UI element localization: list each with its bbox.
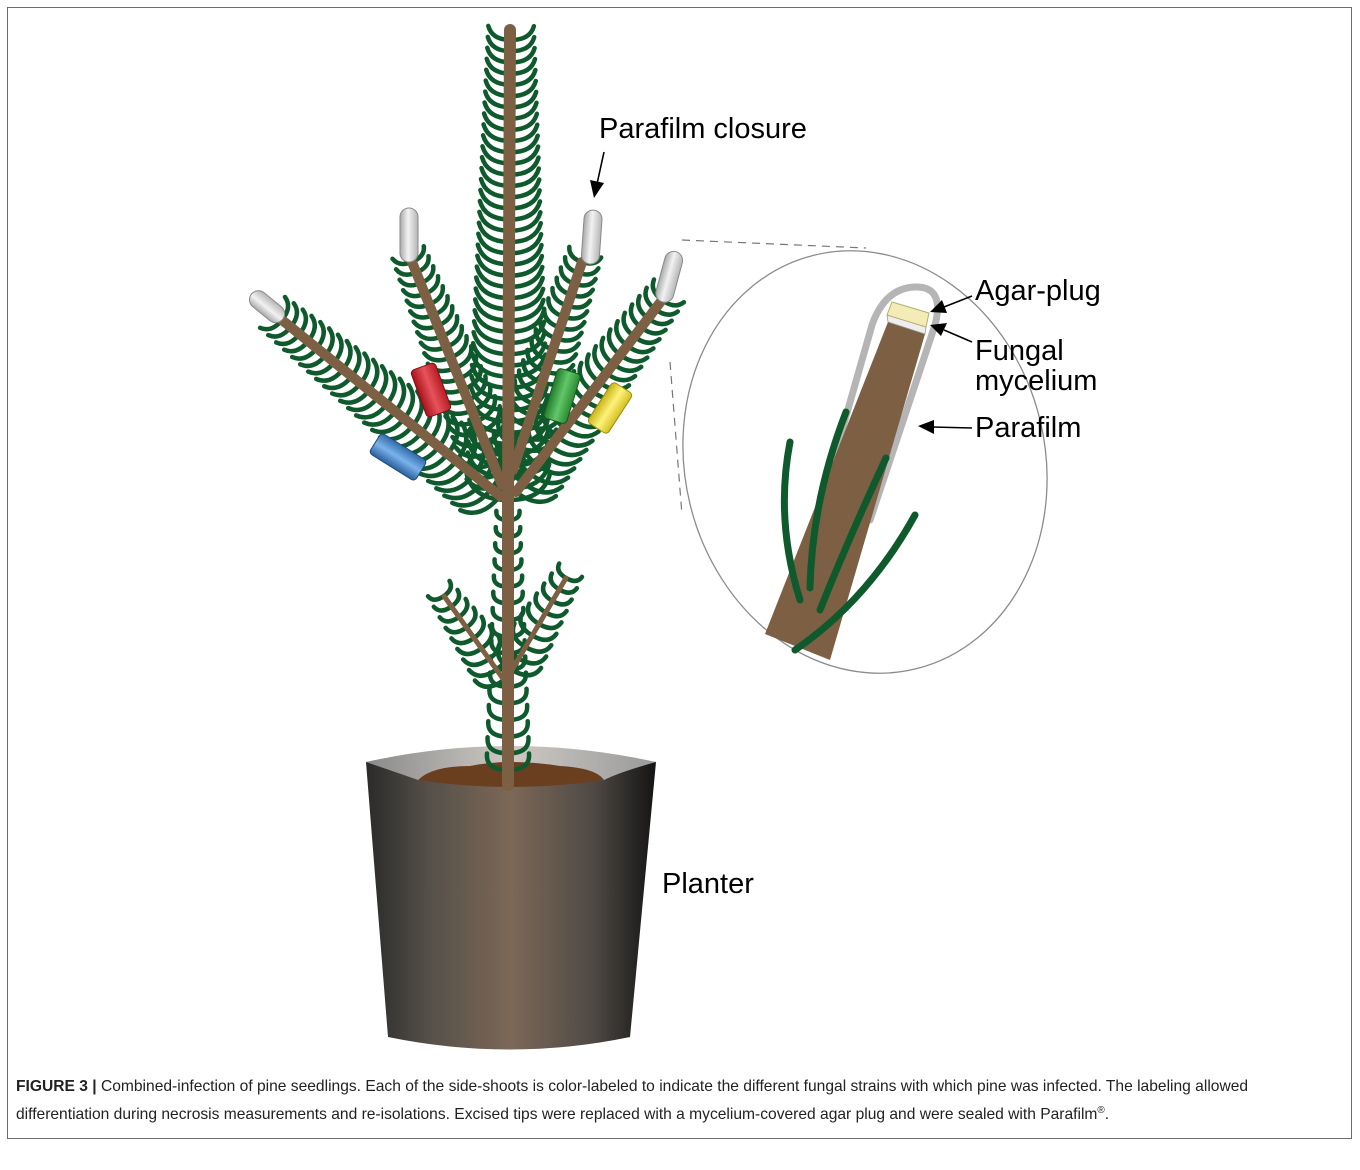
label-fungal: Fungal [975,335,1064,367]
trademark-symbol: ® [1097,1105,1104,1116]
parafilm-caps [246,208,685,326]
pine-infection-diagram: Parafilm closure Agar-plug Fungal myceli… [0,0,1360,1070]
label-parafilm: Parafilm [975,412,1081,444]
caption-title: FIGURE 3 | [16,1078,97,1095]
caption-text: Combined-infection of pine seedlings. Ea… [16,1078,1248,1123]
figure-caption: FIGURE 3 | Combined-infection of pine se… [16,1075,1342,1127]
label-parafilm-closure: Parafilm closure [599,113,807,145]
planter [366,746,656,1050]
caption-end: . [1105,1106,1109,1123]
label-agar-plug: Agar-plug [975,275,1101,307]
label-mycelium: mycelium [975,365,1097,397]
label-planter: Planter [662,868,754,900]
